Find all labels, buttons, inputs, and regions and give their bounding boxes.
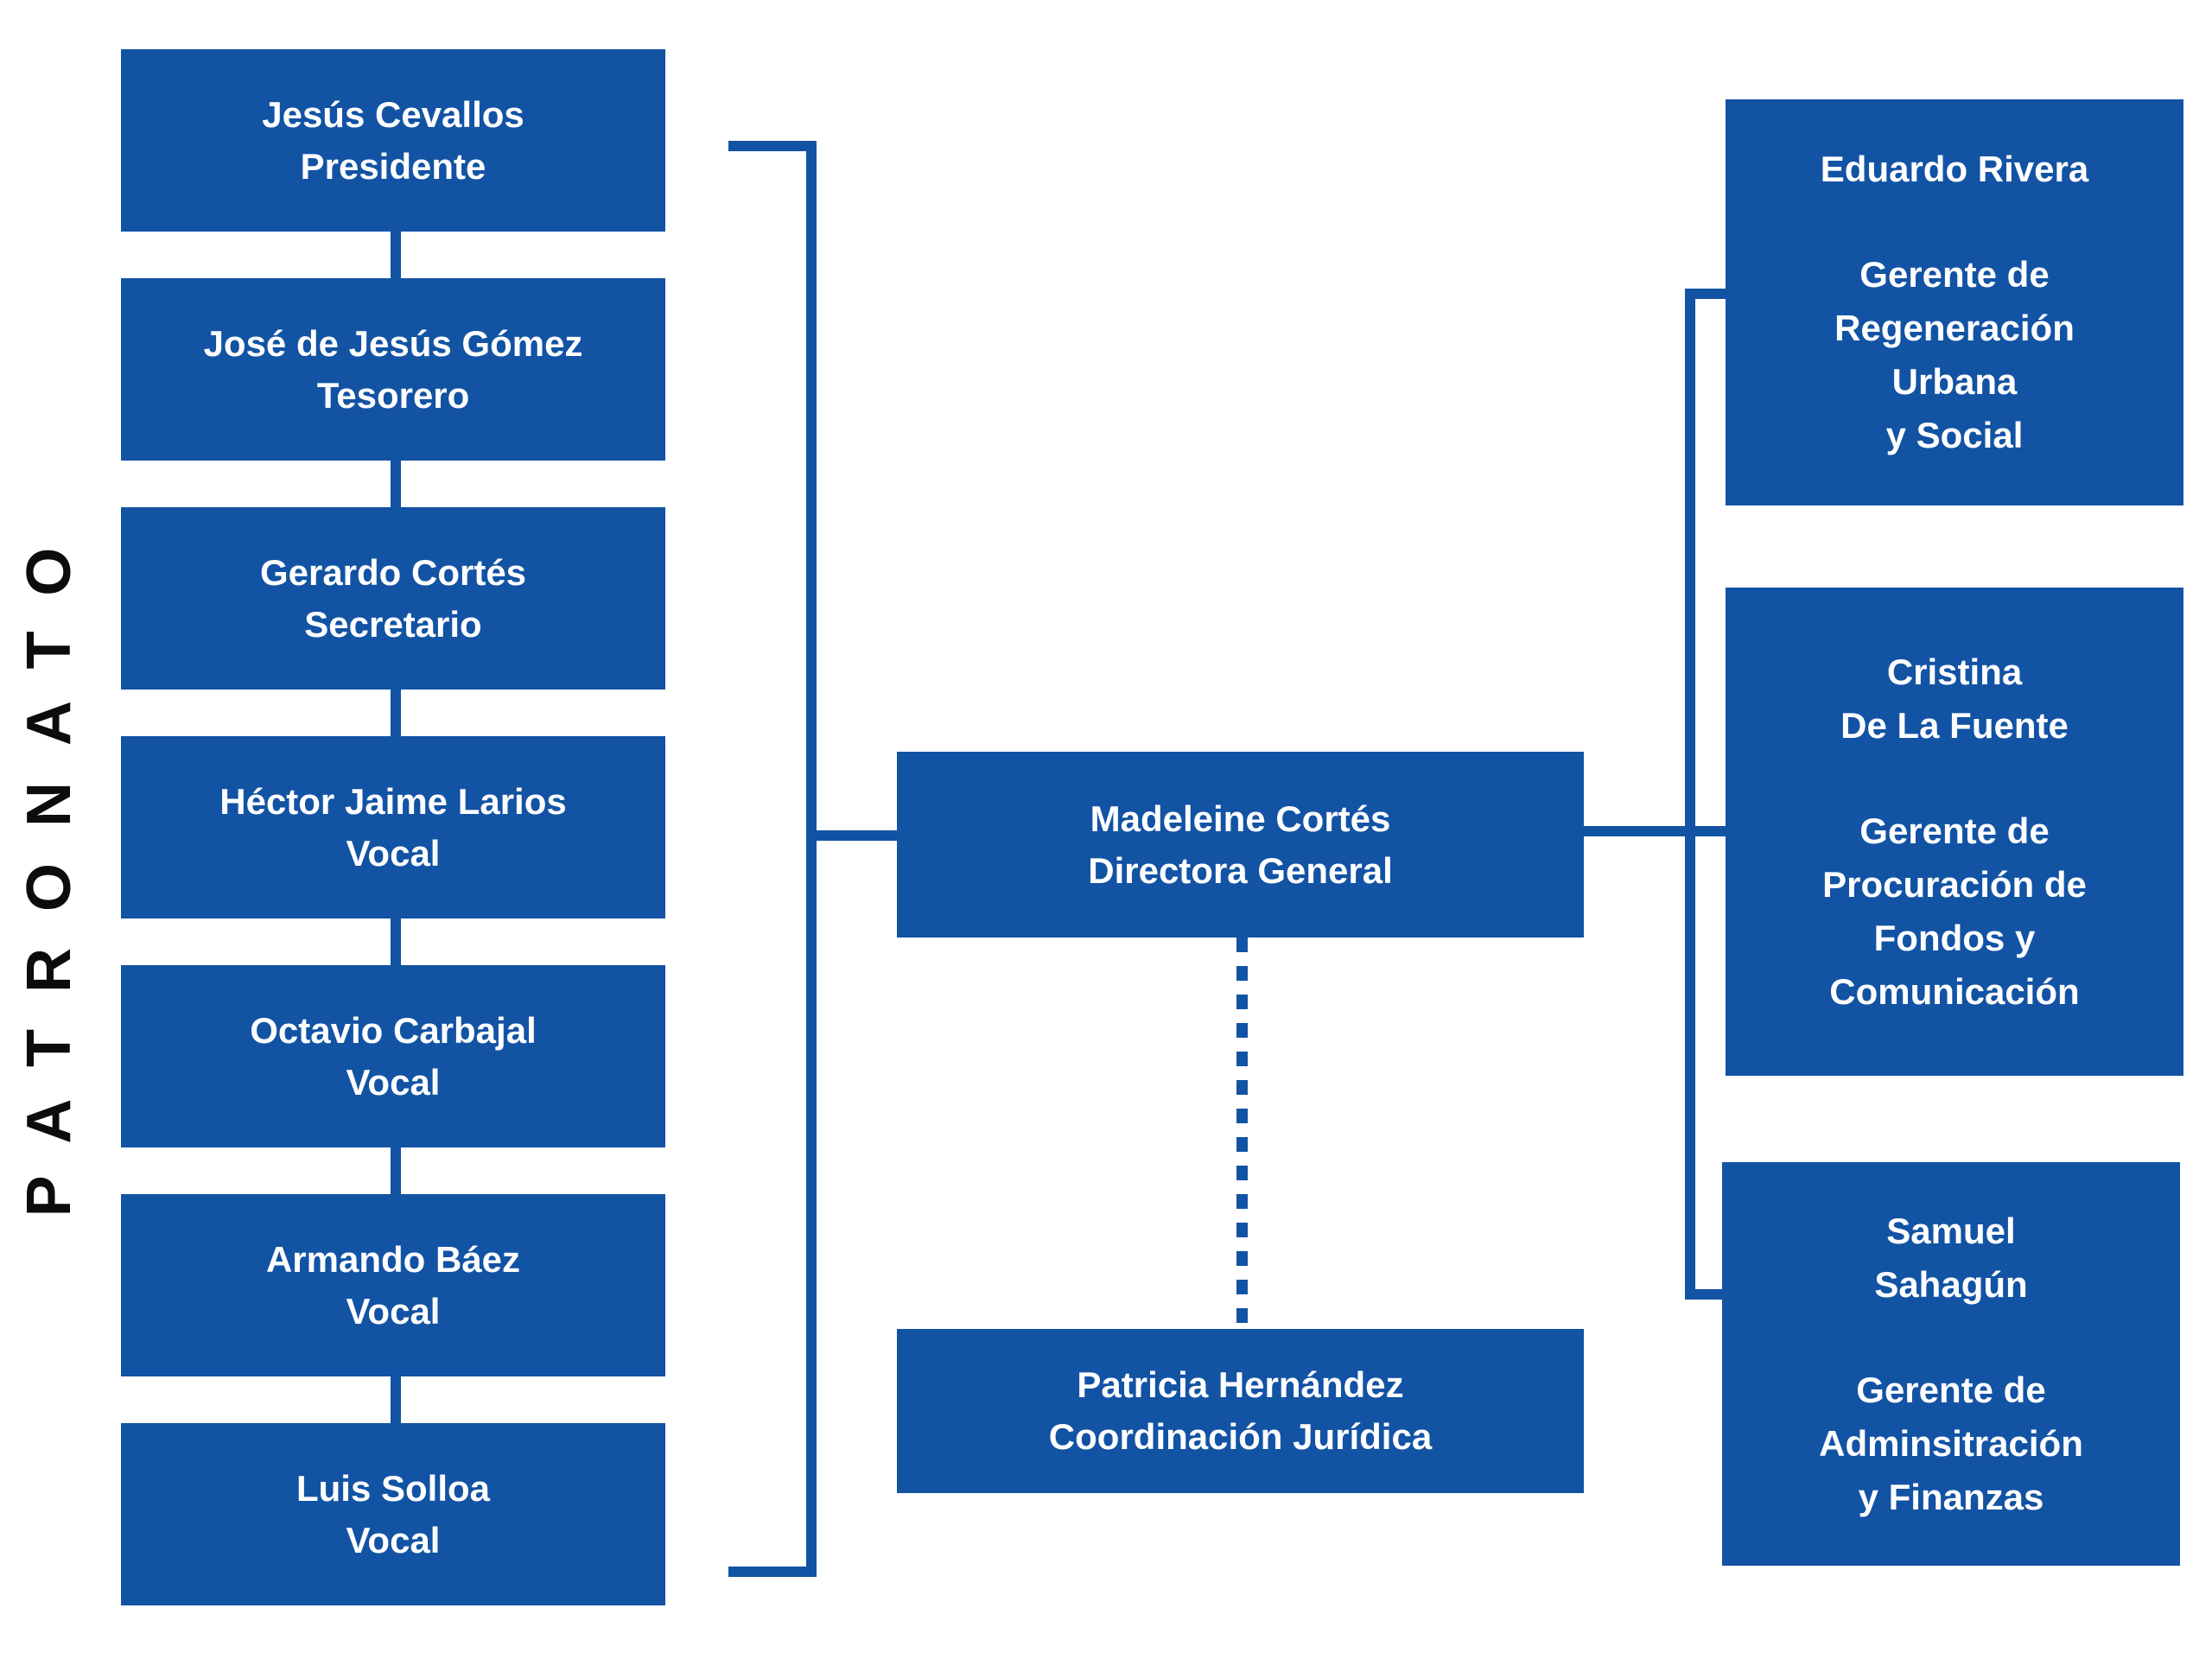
member-role: Secretario — [304, 603, 482, 645]
member-role: Vocal — [346, 1061, 441, 1103]
member-name: Luis Solloa — [296, 1467, 491, 1509]
director-role: Directora General — [1088, 849, 1393, 891]
connector-bracket-bottom — [728, 1567, 817, 1577]
member-name: Armando Báez — [265, 1238, 521, 1280]
manager-name: Cristina De La Fuente — [1840, 651, 2069, 746]
connector-bracket-top — [728, 141, 817, 151]
member-name: Jesús Cevallos — [262, 93, 524, 135]
connector-left-stub-5 — [391, 1147, 401, 1194]
member-role: Vocal — [346, 1519, 441, 1560]
manager-role: Gerente de Procuración de Fondos y Comun… — [1822, 810, 2087, 1012]
director-name: Madeleine Cortés — [1090, 798, 1391, 839]
member-name: Gerardo Cortés — [259, 551, 527, 593]
member-role: Vocal — [346, 832, 441, 874]
legal-name: Patricia Hernández — [1077, 1364, 1404, 1405]
org-box-secretario: Gerardo Cortés Secretario — [121, 507, 665, 690]
org-box-directora-general: Madeleine Cortés Directora General — [897, 752, 1584, 938]
member-name: Héctor Jaime Larios — [219, 780, 567, 822]
connector-left-stub-6 — [391, 1376, 401, 1423]
org-box-gerente-regeneracion: Eduardo Rivera Gerente de Regeneración U… — [1726, 99, 2183, 505]
manager-name: Samuel Sahagún — [1874, 1210, 2028, 1305]
connector-left-stub-3 — [391, 690, 401, 736]
connector-managers-vertical — [1685, 292, 1695, 1300]
connector-bracket-vertical — [806, 141, 817, 1577]
member-name: José de Jesús Gómez — [203, 322, 583, 364]
org-box-vocal-octavio: Octavio Carbajal Vocal — [121, 965, 665, 1147]
org-box-tesorero: José de Jesús Gómez Tesorero — [121, 278, 665, 461]
manager-name: Eduardo Rivera — [1820, 149, 2089, 189]
connector-left-stub-1 — [391, 232, 401, 278]
connector-director-to-managers — [1584, 826, 1726, 836]
connector-left-stub-2 — [391, 461, 401, 507]
connector-left-stub-4 — [391, 918, 401, 965]
legal-role: Coordinación Jurídica — [1048, 1416, 1433, 1457]
manager-role: Gerente de Regeneración Urbana y Social — [1834, 254, 2075, 455]
connector-stub-samuel — [1685, 1289, 1722, 1300]
org-box-presidente: Jesús Cevallos Presidente — [121, 49, 665, 232]
member-role: Vocal — [346, 1290, 441, 1332]
member-role: Tesorero — [316, 374, 470, 416]
member-role: Presidente — [300, 145, 486, 187]
org-box-gerente-administracion: Samuel Sahagún Gerente de Adminsitración… — [1722, 1162, 2180, 1566]
connector-dotted-director-legal — [1236, 938, 1248, 1329]
org-box-vocal-hector: Héctor Jaime Larios Vocal — [121, 736, 665, 918]
org-box-vocal-armando: Armando Báez Vocal — [121, 1194, 665, 1376]
connector-bracket-to-director — [817, 830, 897, 841]
org-box-vocal-luis: Luis Solloa Vocal — [121, 1423, 665, 1605]
org-box-coordinacion-juridica: Patricia Hernández Coordinación Jurídica — [897, 1329, 1584, 1493]
patronato-label: PATRONATO — [15, 511, 84, 1217]
connector-stub-eduardo — [1685, 289, 1726, 299]
manager-role: Gerente de Adminsitración y Finanzas — [1819, 1369, 2083, 1517]
member-name: Octavio Carbajal — [250, 1009, 537, 1051]
org-box-gerente-procuracion: Cristina De La Fuente Gerente de Procura… — [1726, 588, 2183, 1076]
